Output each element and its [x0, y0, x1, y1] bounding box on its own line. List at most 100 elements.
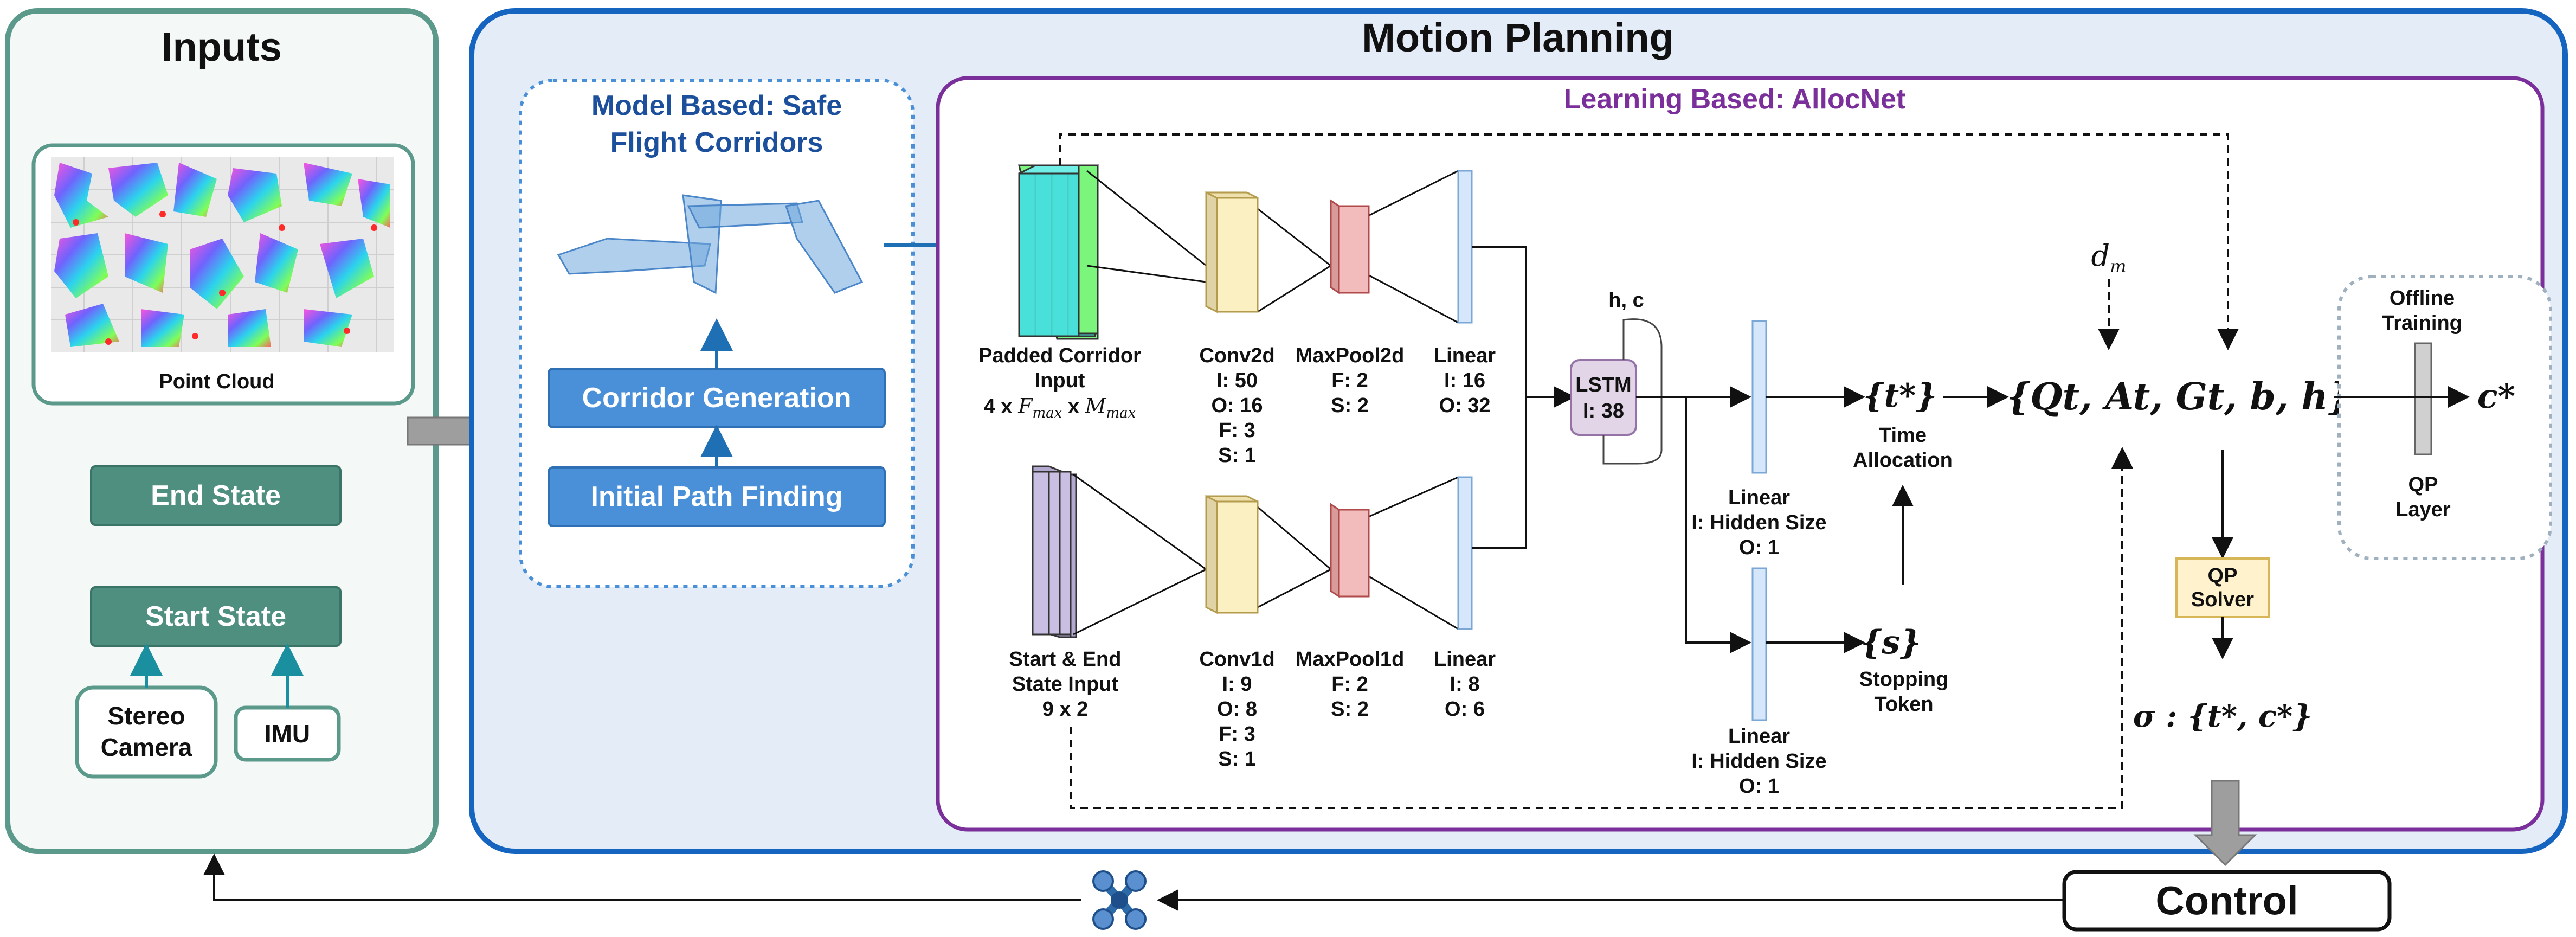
svg-text:Stereo: Stereo [107, 702, 185, 730]
svg-text:O: 32: O: 32 [1439, 394, 1490, 417]
stereo-camera-box: Stereo Camera [75, 685, 218, 779]
corridor-polytopes-image [557, 194, 864, 294]
planning-to-control-arrow [2193, 780, 2257, 867]
dm-label: dm [2091, 239, 2127, 277]
svg-text:Control: Control [2155, 878, 2298, 923]
svg-text:Camera: Camera [101, 733, 192, 761]
svg-text:Input: Input [1035, 369, 1085, 392]
svg-text:F: 2: F: 2 [1331, 673, 1368, 696]
offline-training-panel: Offline Training QP Layer [2337, 275, 2552, 560]
state-input-block [1032, 465, 1077, 638]
motion-planning-title: Motion Planning [1362, 15, 1673, 60]
svg-text:S: 1: S: 1 [1218, 748, 1256, 771]
c-star: c* [2477, 376, 2515, 416]
conv1d-label: Conv1d [1199, 648, 1274, 671]
conv1d-block [1205, 495, 1259, 614]
end-state-box: End State [90, 465, 342, 526]
svg-text:Stopping: Stopping [1859, 668, 1949, 691]
svg-text:IMU: IMU [265, 720, 310, 748]
skip-bottom-dashed [1070, 447, 2133, 809]
svg-text:Token: Token [1874, 693, 1933, 716]
qp-solver-box: QP Solver [2175, 557, 2270, 618]
svg-text:I: 38: I: 38 [1583, 400, 1624, 422]
svg-text:Start State: Start State [145, 601, 286, 632]
svg-text:O: 1: O: 1 [1739, 536, 1779, 559]
conv2d-label: Conv2d [1199, 344, 1274, 367]
svg-text:O: 1: O: 1 [1739, 775, 1779, 798]
svg-text:Flight Corridors: Flight Corridors [610, 127, 823, 158]
svg-text:F: 3: F: 3 [1219, 723, 1255, 746]
maxpool1d-label: MaxPool1d [1296, 648, 1405, 671]
allocnet-title: Learning Based: AllocNet [1564, 84, 1906, 115]
inputs-title: Inputs [162, 24, 282, 69]
svg-text:Time: Time [1879, 424, 1927, 447]
svg-text:I: 50: I: 50 [1216, 369, 1258, 392]
control-box: Control [2062, 870, 2392, 932]
maxpool2d-label: MaxPool2d [1296, 344, 1405, 367]
svg-text:O: 16: O: 16 [1211, 394, 1263, 417]
svg-text:9 x 2: 9 x 2 [1042, 698, 1089, 721]
svg-text:Padded Corridor: Padded Corridor [978, 344, 1141, 367]
sigma-output: σ : {t*, c*} [2133, 698, 2313, 734]
svg-text:I: Hidden Size: I: Hidden Size [1691, 750, 1826, 773]
svg-text:State Input: State Input [1012, 673, 1119, 696]
svg-text:Linear: Linear [1728, 486, 1790, 509]
svg-text:Training: Training [2382, 312, 2462, 335]
svg-text:End State: End State [151, 480, 281, 511]
state-input-label: Start & End [1009, 648, 1122, 671]
drone-to-inputs-arrow [203, 853, 1081, 901]
drone-icon [1092, 870, 1147, 930]
svg-text:I: 8: I: 8 [1450, 673, 1480, 696]
svg-text:O: 8: O: 8 [1217, 698, 1257, 721]
svg-text:F: 3: F: 3 [1219, 419, 1255, 442]
point-cloud-card: Point Cloud [31, 143, 415, 406]
model-based-panel: Model Based: Safe Flight Corridors Corri… [519, 79, 915, 588]
linear-time-block [1751, 320, 1767, 474]
svg-text:I: 16: I: 16 [1444, 369, 1485, 392]
svg-text:QP: QP [2408, 473, 2438, 496]
svg-text:Solver: Solver [2191, 588, 2254, 611]
svg-text:h, c: h, c [1608, 289, 1644, 312]
svg-text:Allocation: Allocation [1853, 449, 1953, 472]
s-token: {s} [1861, 624, 1921, 662]
svg-text:Offline: Offline [2390, 287, 2455, 310]
skip-top-dashed [1059, 133, 2239, 350]
svg-text:LSTM: LSTM [1575, 374, 1631, 396]
svg-text:Corridor Generation: Corridor Generation [582, 382, 852, 414]
linear-top-label: Linear [1434, 344, 1496, 367]
maxpool1d-block [1330, 503, 1370, 598]
svg-text:I: Hidden Size: I: Hidden Size [1691, 511, 1826, 534]
linear-stop-block [1751, 567, 1767, 721]
svg-text:S: 1: S: 1 [1218, 444, 1256, 467]
conv2d-block [1205, 191, 1259, 313]
svg-text:S: 2: S: 2 [1331, 698, 1369, 721]
corridor-generation-box: Corridor Generation [548, 368, 886, 428]
linear-top-block [1457, 170, 1473, 324]
qp-layer-block [2414, 342, 2432, 455]
svg-text:QP: QP [2208, 564, 2238, 587]
svg-text:Initial Path Finding: Initial Path Finding [590, 481, 842, 512]
svg-text:O: 6: O: 6 [1445, 698, 1485, 721]
svg-text:I: 9: I: 9 [1222, 673, 1252, 696]
linear-bottom-label: Linear [1434, 648, 1496, 671]
maxpool2d-block [1330, 199, 1370, 294]
t-star: {t*} [1863, 377, 1937, 415]
imu-box: IMU [234, 705, 341, 762]
model-based-title: Model Based: Safe [591, 90, 842, 121]
lstm-recurrent-loop [1602, 318, 1663, 465]
svg-text:S: 2: S: 2 [1331, 394, 1369, 417]
padded-corridor-input-block [1018, 164, 1099, 340]
svg-text:Layer: Layer [2395, 498, 2451, 521]
inputs-panel: Inputs [5, 8, 439, 854]
initial-path-finding-box: Initial Path Finding [548, 466, 886, 527]
point-cloud-image [51, 157, 394, 352]
point-cloud-label: Point Cloud [159, 370, 274, 393]
lstm-block: LSTM I: 38 [1570, 359, 1637, 436]
padded-input-dims: 4 x Fmax x Mmax [984, 394, 1136, 421]
linear-bottom-block [1457, 476, 1473, 630]
svg-text:F: 2: F: 2 [1331, 369, 1368, 392]
start-state-box: Start State [90, 586, 342, 647]
qp-parameter-set: {Qt, At, Gt, b, h} [2007, 375, 2352, 419]
svg-text:Linear: Linear [1728, 725, 1790, 748]
